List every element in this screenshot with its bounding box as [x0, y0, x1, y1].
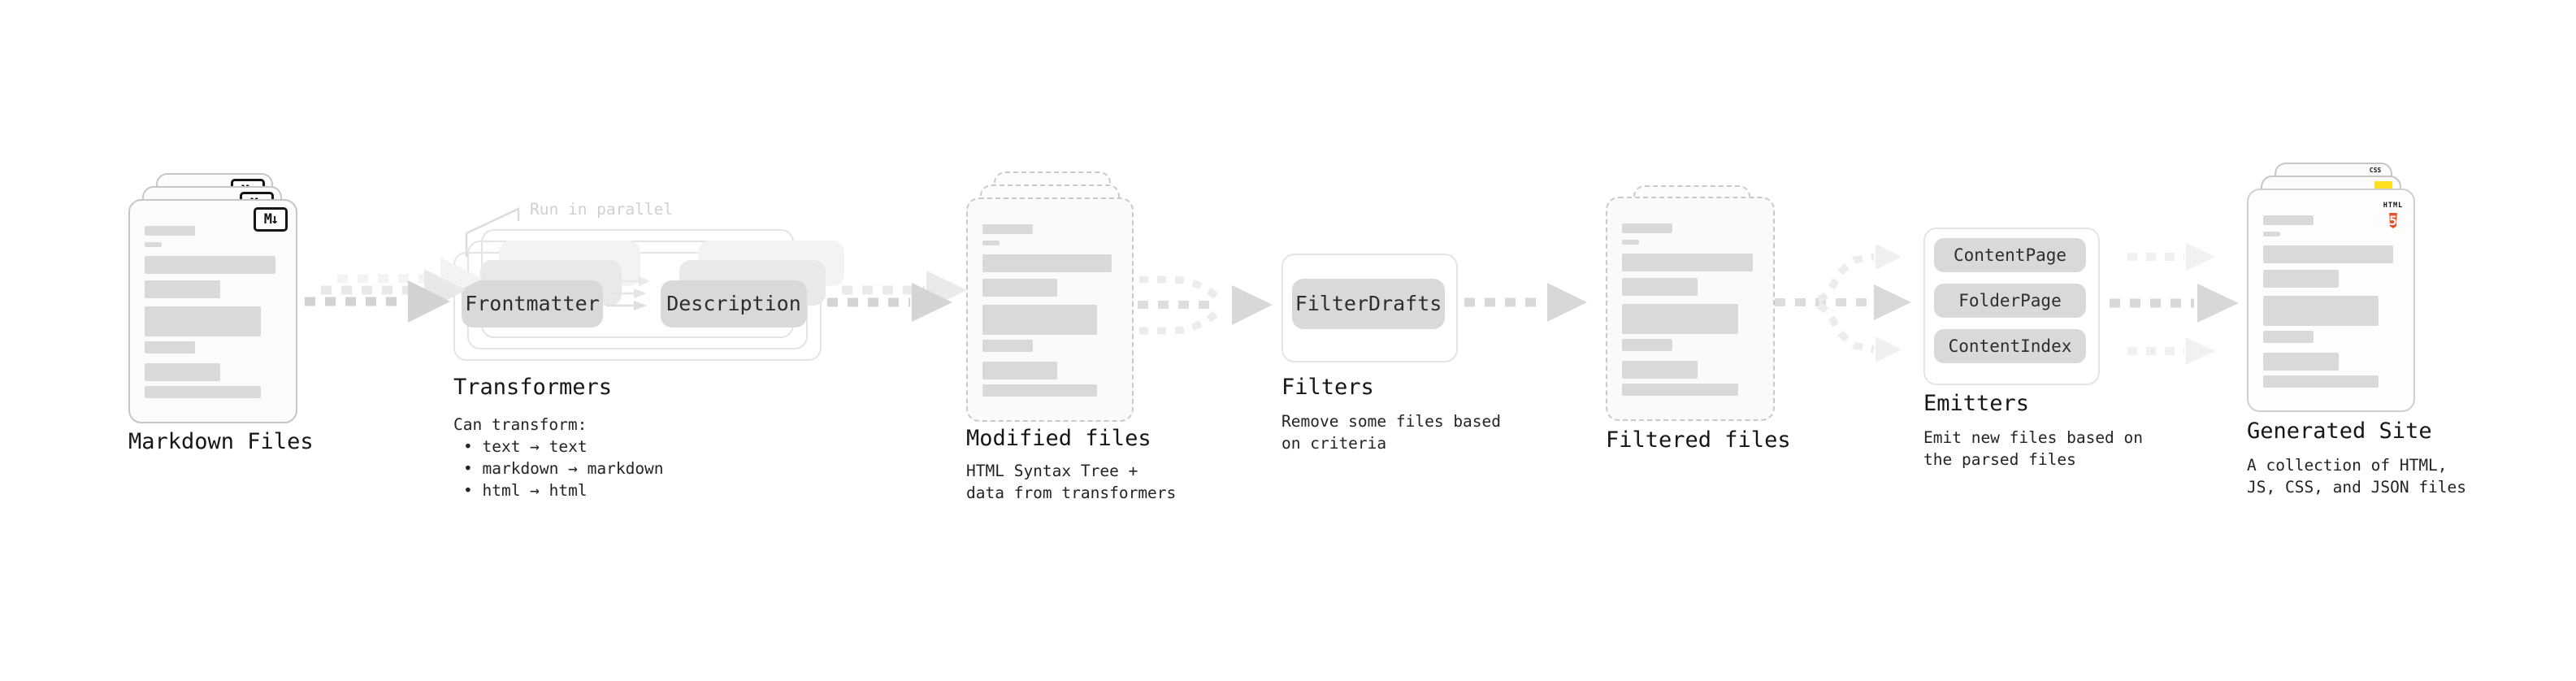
- placeholder-bar: [1622, 278, 1698, 296]
- placeholder-bar: [1622, 223, 1673, 233]
- placeholder-bar: [145, 256, 275, 274]
- placeholder-bar: [145, 280, 221, 298]
- placeholder-bar: [2263, 353, 2339, 371]
- document-card: [1606, 197, 1775, 421]
- stage-description: HTML Syntax Tree + data from transformer…: [966, 462, 1177, 502]
- html5-icon: HTML 5: [2383, 202, 2404, 228]
- stage-label: Filtered files: [1606, 427, 1791, 453]
- document-card: [966, 197, 1134, 422]
- placeholder-bar: [2263, 296, 2379, 326]
- run-in-parallel-callout: Run in parallel: [530, 200, 674, 219]
- placeholder-bars: [145, 226, 278, 398]
- placeholder-bar: [2263, 270, 2339, 288]
- stage-label: Emitters: [1923, 391, 2030, 416]
- stage-label: Generated Site: [2247, 419, 2432, 444]
- document-card: M↓: [128, 199, 297, 423]
- placeholder-bar: [2263, 375, 2379, 388]
- pill-filterdrafts: FilterDrafts: [1292, 279, 1445, 329]
- stage-label: Filters: [1281, 375, 1374, 400]
- placeholder-bar: [982, 224, 1033, 234]
- js-icon: [2374, 181, 2392, 189]
- pill-contentpage: ContentPage: [1934, 238, 2086, 272]
- placeholder-bar: [145, 306, 261, 336]
- flow-arrow-split-icon: [1775, 244, 1911, 362]
- emitters-frame: [1923, 228, 2100, 385]
- flow-arrow-icon: [1464, 283, 1587, 322]
- placeholder-bar: [1622, 361, 1698, 379]
- stage-description: Emit new files based on the parsed files: [1923, 428, 2144, 469]
- placeholder-bars: [1622, 223, 1755, 396]
- pill-frontmatter: Frontmatter: [462, 280, 603, 327]
- placeholder-bar: [1622, 339, 1673, 351]
- placeholder-bar: [982, 384, 1097, 397]
- placeholder-bar: [982, 362, 1058, 380]
- placeholder-bar: [1622, 304, 1738, 334]
- pill-contentindex: ContentIndex: [1934, 329, 2086, 363]
- placeholder-bar: [2263, 232, 2281, 236]
- document-card: HTML 5: [2247, 189, 2415, 412]
- stage-label: Markdown Files: [128, 429, 314, 454]
- placeholder-bar: [145, 242, 163, 247]
- placeholder-bar: [982, 305, 1097, 335]
- stage-description: Remove some files based on criteria: [1281, 412, 1502, 453]
- placeholder-bar: [2263, 331, 2314, 343]
- stage-description: A collection of HTML, JS, CSS, and JSON …: [2247, 456, 2467, 497]
- placeholder-bar: [982, 241, 1000, 245]
- placeholder-bar: [145, 386, 261, 398]
- pill-description: Description: [661, 280, 807, 327]
- placeholder-bar: [1622, 254, 1753, 271]
- filters-frame: [1281, 254, 1458, 362]
- flow-arrow-icon: [827, 271, 967, 322]
- placeholder-bar: [2263, 245, 2393, 263]
- stage-label: Transformers: [453, 375, 613, 400]
- placeholder-bar: [982, 254, 1112, 272]
- pill-folderpage: FolderPage: [1934, 284, 2086, 318]
- placeholder-bar: [145, 226, 196, 236]
- flow-arrow-icon: [2110, 243, 2239, 365]
- markdown-icon: M↓: [254, 207, 288, 232]
- placeholder-bar: [145, 341, 196, 354]
- placeholder-bar: [982, 340, 1033, 352]
- flow-arrow-merge-icon: [1138, 275, 1273, 335]
- stage-description: Can transform: • text → text • markdown …: [453, 415, 664, 500]
- placeholder-bar: [145, 363, 221, 381]
- stage-label: Modified files: [966, 426, 1151, 451]
- placeholder-bars: [2263, 215, 2396, 388]
- placeholder-bar: [2263, 215, 2314, 225]
- placeholder-bar: [1622, 384, 1738, 396]
- placeholder-bar: [1622, 240, 1640, 245]
- placeholder-bar: [982, 279, 1058, 297]
- css-icon: CSS: [2369, 167, 2382, 174]
- placeholder-bars: [982, 224, 1114, 397]
